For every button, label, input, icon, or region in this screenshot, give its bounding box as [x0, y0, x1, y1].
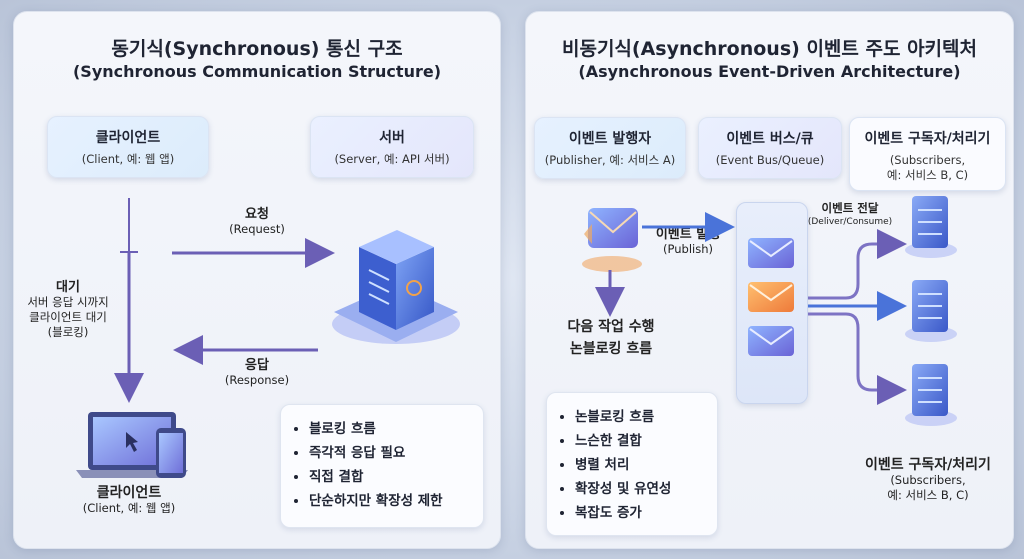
async-bullet-box: 논블로킹 흐름 느슨한 결합 병렬 처리 확장성 및 유연성 복잡도 증가 [546, 392, 718, 536]
queue-envelope-icon [748, 282, 794, 312]
sync-subtitle: (Synchronous Communication Structure) [72, 62, 442, 81]
async-title: 비동기식(Asynchronous) 이벤트 주도 아키텍처 [561, 38, 977, 60]
subscribers-bottom-sub2: 예: 서비스 B, C) [887, 488, 969, 502]
request-sub: (Request) [229, 222, 285, 236]
subscribers-top-sub1: (Subscribers, [889, 153, 966, 167]
client-bottom-title: 클라이언트 [96, 485, 162, 501]
next-task-group: 다음 작업 수행 논블로킹 흐름 [546, 316, 676, 360]
sync-diagram-graphics [76, 198, 460, 478]
wait-label-group: 대기 서버 응답 시까지 클라이언트 대기 (블로킹) [18, 280, 118, 340]
response-label-group: 응답 (Response) [192, 358, 322, 388]
deliver-sub: (Deliver/Consume) [807, 217, 893, 227]
async-bullet: 느슨한 결합 [575, 429, 717, 453]
next-task-line1: 다음 작업 수행 [567, 319, 655, 335]
deliver-label-group: 이벤트 전달 (Deliver/Consume) [798, 202, 902, 228]
publisher-envelope-icon [582, 208, 642, 272]
wait-line3: (블로킹) [47, 325, 89, 339]
subscriber-server-icon [905, 364, 957, 426]
sync-bullet: 블로킹 흐름 [309, 417, 483, 441]
publisher-title: 이벤트 발행자 [568, 131, 652, 147]
bus-title: 이벤트 버스/큐 [726, 131, 814, 147]
sync-bullet: 단순하지만 확장성 제한 [309, 489, 483, 513]
laptop-icon [76, 412, 188, 478]
publisher-sub: (Publisher, 예: 서비스 A) [544, 153, 676, 167]
server-sub: (Server, 예: API 서버) [334, 152, 450, 166]
gear-icon [406, 280, 422, 296]
queue-envelope-icon [748, 326, 794, 356]
subscribers-bottom-sub1: (Subscribers, [890, 473, 966, 487]
client-bottom-sub: (Client, 예: 웹 앱) [82, 501, 176, 515]
response-sub: (Response) [224, 373, 290, 387]
sync-bullet: 직접 결합 [309, 465, 483, 489]
async-bullet: 복잡도 증가 [575, 501, 717, 525]
queue-envelope-icon [748, 238, 794, 268]
sync-bullet-box: 블로킹 흐름 즉각적 응답 필요 직접 결합 단순하지만 확장성 제한 [280, 404, 484, 528]
server-title: 서버 [379, 130, 405, 146]
deliver-arrow [808, 229, 907, 300]
subscribers-top-title: 이벤트 구독자/처리기 [864, 131, 991, 147]
request-label-group: 요청 (Request) [192, 207, 322, 237]
sync-title: 동기식(Synchronous) 통신 구조 [111, 38, 403, 60]
wait-label: 대기 [56, 280, 80, 295]
subscribers-top-sub2: 예: 서비스 B, C) [886, 168, 969, 182]
server-box: 서버 (Server, 예: API 서버) [310, 116, 474, 178]
server-icon [332, 230, 460, 344]
bus-box: 이벤트 버스/큐 (Event Bus/Queue) [698, 117, 842, 179]
bus-sub: (Event Bus/Queue) [715, 153, 825, 167]
phone-icon [156, 428, 186, 478]
async-bullet: 논블로킹 흐름 [575, 405, 717, 429]
next-task-line2: 논블로킹 흐름 [569, 341, 653, 357]
deliver-label: 이벤트 전달 [821, 201, 879, 215]
client-bottom-group: 클라이언트 (Client, 예: 웹 앱) [54, 486, 204, 516]
subscribers-top-sub: (Subscribers, 예: 서비스 B, C) [850, 153, 1005, 183]
publish-label: 이벤트 발행 [655, 227, 721, 242]
publish-label-group: 이벤트 발행 (Publish) [640, 227, 736, 257]
async-panel: 비동기식(Asynchronous) 이벤트 주도 아키텍처 (Asynchro… [525, 11, 1014, 549]
client-top-sub: (Client, 예: 웹 앱) [81, 152, 175, 166]
async-diagram-graphics [582, 196, 957, 426]
response-label: 응답 [245, 358, 269, 373]
deliver-arrow [808, 312, 907, 405]
request-label: 요청 [245, 207, 269, 222]
publish-sub: (Publish) [663, 242, 713, 256]
subscribers-top-box: 이벤트 구독자/처리기 (Subscribers, 예: 서비스 B, C) [849, 117, 1006, 191]
subscriber-server-icon [905, 196, 957, 258]
client-top-box: 클라이언트 (Client, 예: 웹 앱) [47, 116, 209, 178]
subscribers-bottom-group: 이벤트 구독자/처리기 (Subscribers, 예: 서비스 B, C) [848, 458, 1008, 503]
subscribers-bottom-title: 이벤트 구독자/처리기 [865, 457, 991, 473]
async-bullet: 병렬 처리 [575, 453, 717, 477]
sync-panel: 동기식(Synchronous) 통신 구조 (Synchronous Comm… [13, 11, 501, 549]
wait-line1: 서버 응답 시까지 [27, 295, 109, 309]
publisher-box: 이벤트 발행자 (Publisher, 예: 서비스 A) [534, 117, 686, 179]
wait-line2: 클라이언트 대기 [29, 310, 107, 324]
client-top-title: 클라이언트 [95, 130, 161, 146]
sync-bullet: 즉각적 응답 필요 [309, 441, 483, 465]
subscriber-server-icon [905, 280, 957, 342]
async-subtitle: (Asynchronous Event-Driven Architecture) [578, 62, 961, 81]
async-bullet: 확장성 및 유연성 [575, 477, 717, 501]
